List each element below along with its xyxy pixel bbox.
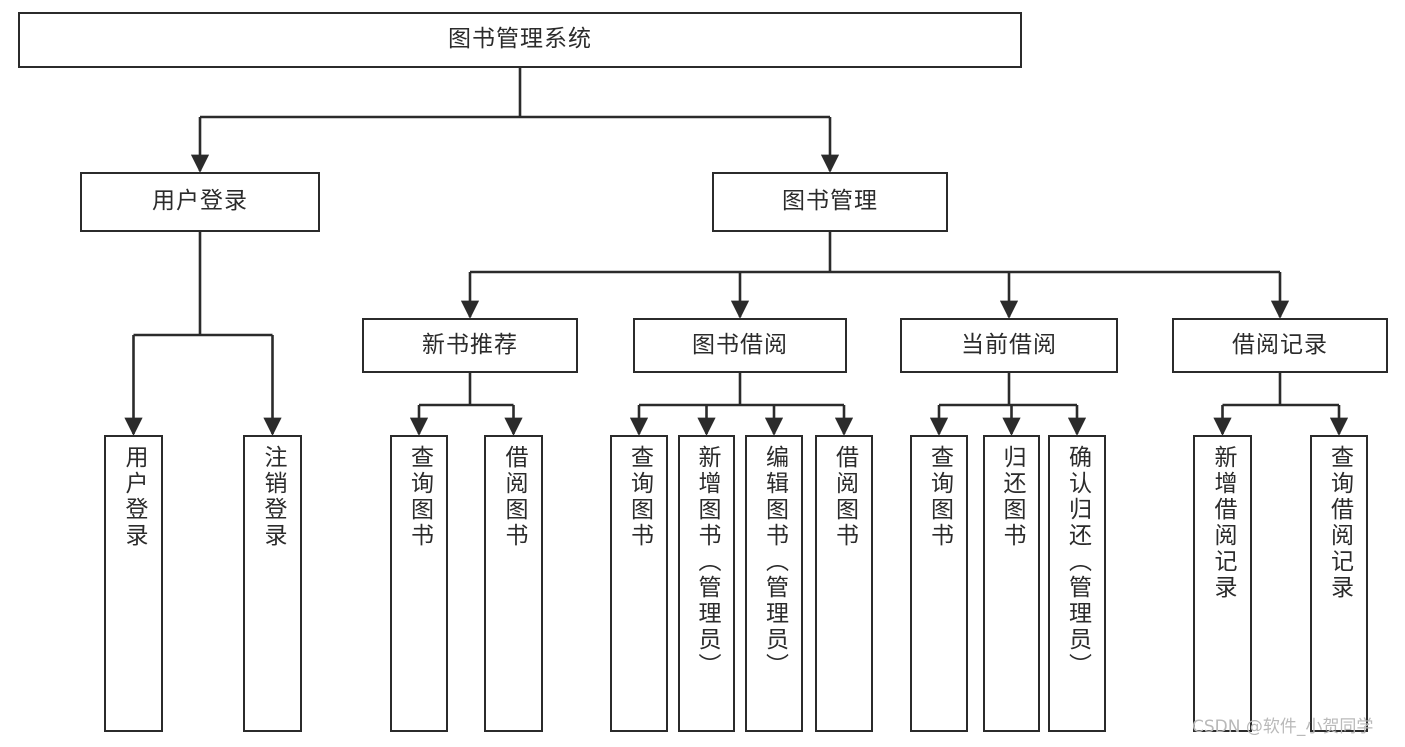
- node-leaf-borrow-book-1[interactable]: 借阅图书: [484, 435, 543, 732]
- node-label: 编辑图书（管理员）: [761, 445, 788, 679]
- node-user-login[interactable]: 用户登录: [80, 172, 320, 232]
- node-label: 归还图书: [999, 445, 1025, 549]
- node-label: 借阅记录: [1232, 331, 1328, 358]
- node-leaf-borrow-book-2[interactable]: 借阅图书: [815, 435, 873, 732]
- node-book-borrow[interactable]: 图书借阅: [633, 318, 847, 373]
- node-label: 确认归还（管理员）: [1064, 445, 1091, 679]
- node-label: 图书管理: [782, 188, 878, 215]
- node-label: 查询图书: [926, 445, 953, 549]
- node-label: 查询借阅记录: [1326, 445, 1353, 601]
- node-leaf-return-book[interactable]: 归还图书: [983, 435, 1040, 732]
- node-label: 新增借阅记录: [1210, 445, 1236, 601]
- node-label: 图书借阅: [692, 331, 788, 358]
- node-label: 新增图书（管理员）: [694, 445, 720, 679]
- node-current-borrow[interactable]: 当前借阅: [900, 318, 1118, 373]
- node-book-manage[interactable]: 图书管理: [712, 172, 948, 232]
- node-leaf-confirm-return[interactable]: 确认归还（管理员）: [1048, 435, 1106, 732]
- node-leaf-user-login[interactable]: 用户登录: [104, 435, 163, 732]
- csdn-watermark: CSDN @软件_小贺同学: [1192, 717, 1374, 737]
- node-leaf-user-logout[interactable]: 注销登录: [243, 435, 302, 732]
- node-root[interactable]: 图书管理系统: [18, 12, 1022, 68]
- node-leaf-add-book[interactable]: 新增图书（管理员）: [678, 435, 735, 732]
- node-label: 新书推荐: [422, 331, 518, 358]
- node-leaf-edit-book[interactable]: 编辑图书（管理员）: [745, 435, 803, 732]
- node-leaf-query-book-3[interactable]: 查询图书: [910, 435, 968, 732]
- node-label: 用户登录: [121, 445, 147, 549]
- node-label: 当前借阅: [961, 331, 1057, 358]
- node-leaf-query-book-1[interactable]: 查询图书: [390, 435, 448, 732]
- node-label: 查询图书: [406, 445, 433, 549]
- node-label: 用户登录: [152, 188, 248, 215]
- node-new-book-recommend[interactable]: 新书推荐: [362, 318, 578, 373]
- node-label: 借阅图书: [501, 445, 527, 549]
- node-leaf-query-book-2[interactable]: 查询图书: [610, 435, 668, 732]
- node-label: 查询图书: [626, 445, 653, 549]
- node-borrow-record[interactable]: 借阅记录: [1172, 318, 1388, 373]
- node-label: 借阅图书: [831, 445, 858, 549]
- node-label: 注销登录: [260, 445, 286, 549]
- node-label: 图书管理系统: [448, 26, 592, 53]
- node-leaf-query-record[interactable]: 查询借阅记录: [1310, 435, 1368, 732]
- node-leaf-add-record[interactable]: 新增借阅记录: [1193, 435, 1252, 732]
